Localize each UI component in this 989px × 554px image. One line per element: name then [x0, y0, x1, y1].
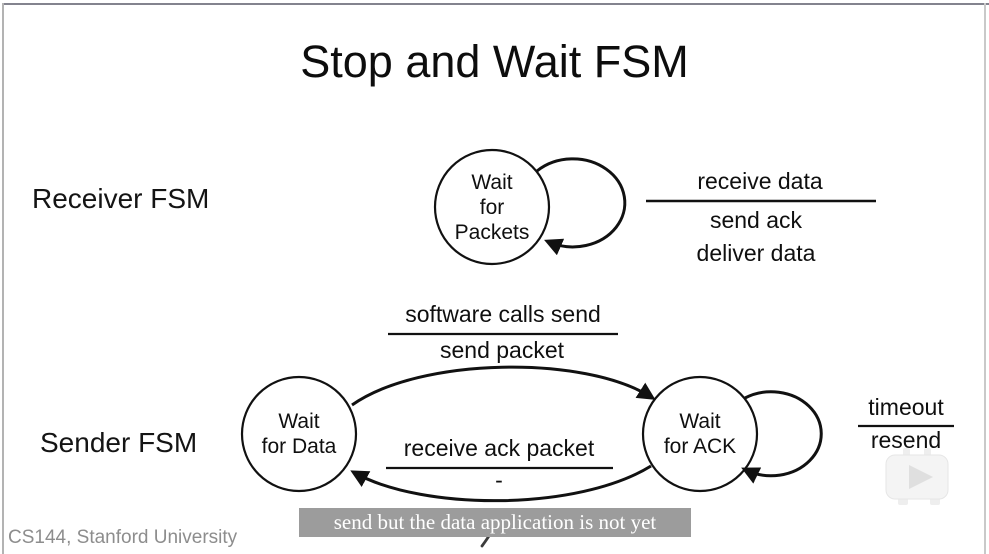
timeout-transition-event: timeout [868, 394, 944, 420]
slide-right-border [984, 3, 986, 554]
play-triangle-icon [909, 465, 933, 489]
send-transition-action: send packet [439, 337, 565, 363]
send-transition-event: software calls send [405, 301, 601, 327]
slide-top-border [2, 3, 989, 5]
ack-transition-action: - [495, 467, 503, 493]
state-line: Wait [679, 410, 721, 433]
state-line: Packets [454, 221, 530, 244]
course-footer: CS144, Stanford University [8, 527, 238, 548]
state-circle-wait-for-ack [641, 375, 759, 493]
state-line: Wait [278, 410, 320, 433]
receiver-transition-event: receive data [697, 168, 823, 194]
ack-transition-arrow [350, 464, 652, 503]
state-line: Wait [471, 171, 513, 194]
state-line: for [479, 196, 505, 219]
slide-left-border [2, 3, 4, 554]
timeout-transition-action: resend [870, 427, 942, 453]
timeout-self-loop-arrow [741, 390, 823, 484]
ack-transition-event: receive ack packet [403, 435, 595, 461]
state-label-wait-for-data: Wait for Data [229, 409, 369, 459]
video-subtitle-caption: send but the data application is not yet [299, 508, 691, 537]
state-line: for Data [261, 435, 337, 458]
state-label-wait-for-ack: Wait for ACK [630, 409, 770, 459]
receiver-fsm-label: Receiver FSM [32, 183, 210, 214]
state-line: for ACK [663, 435, 737, 458]
send-transition-arrow [351, 365, 656, 407]
state-circle-wait-for-data [240, 375, 358, 493]
video-play-icon[interactable] [885, 448, 949, 505]
sender-fsm-label: Sender FSM [40, 427, 198, 458]
receiver-transition-action-2: deliver data [696, 240, 816, 266]
receiver-self-loop-arrow [536, 157, 627, 256]
state-circle-wait-for-packets [433, 148, 551, 266]
state-label-wait-for-packets: Wait for Packets [422, 170, 562, 245]
page-title: Stop and Wait FSM [300, 36, 689, 87]
receiver-transition-action-1: send ack [709, 207, 803, 233]
